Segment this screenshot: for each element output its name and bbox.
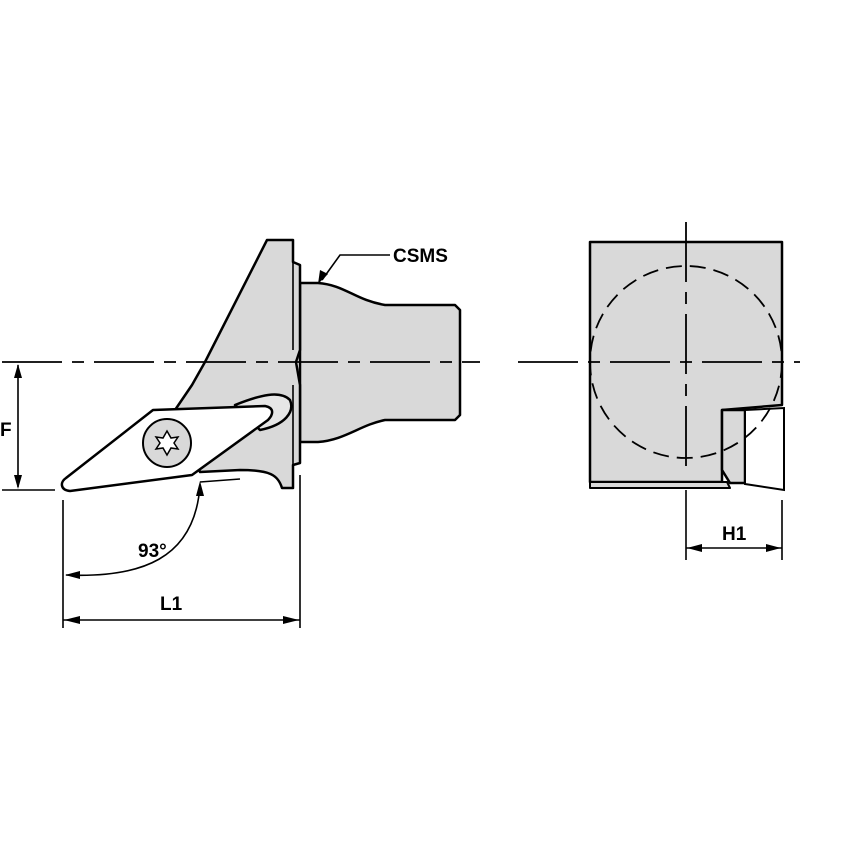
angle-label: 93° — [138, 541, 167, 562]
h1-label: H1 — [722, 524, 747, 545]
l1-dimension — [62, 475, 301, 628]
insert-pocket — [720, 408, 747, 485]
csms-label: CSMS — [393, 246, 448, 267]
csms-leader — [321, 254, 390, 281]
angle-arc — [65, 478, 241, 577]
end-base — [589, 481, 731, 489]
insert-end — [744, 406, 785, 492]
end-view: H1 — [518, 222, 800, 560]
f-label: F — [0, 420, 12, 441]
side-view: F L1 93° CSMS — [0, 238, 480, 628]
l1-label: L1 — [160, 594, 183, 615]
f-dimension — [2, 365, 55, 491]
torx-icon — [154, 429, 180, 457]
